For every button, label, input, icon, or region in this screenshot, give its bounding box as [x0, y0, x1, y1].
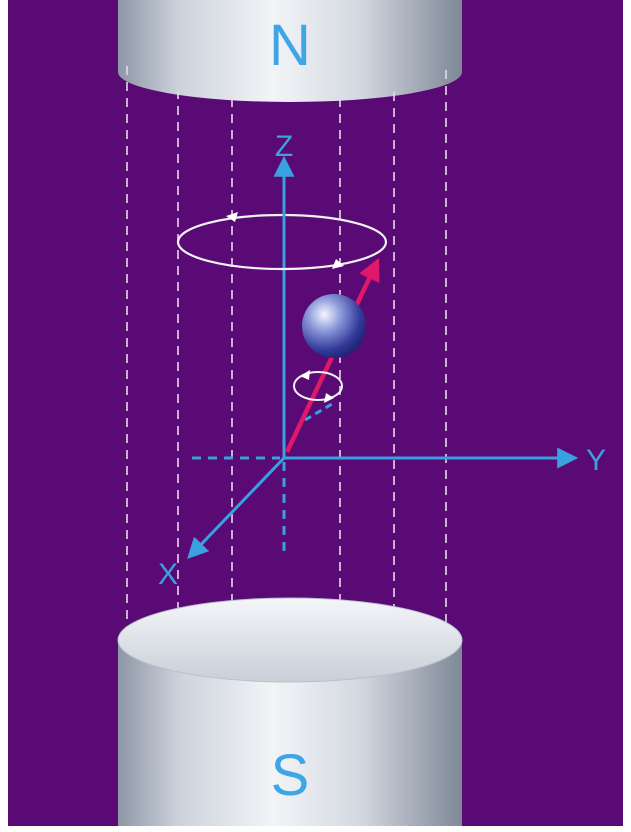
precession-arrow-icon [226, 212, 238, 222]
magnet-north: N [118, 0, 462, 102]
magnet-north-body [118, 0, 462, 102]
spin-vector-dashed [304, 402, 333, 422]
spin-rotation-arrow-icon [300, 370, 310, 380]
z-axis-label: Z [275, 130, 293, 163]
precession-ring-front [176, 241, 388, 271]
precession-arrow-icon [332, 259, 344, 269]
magnet-south-label: S [271, 743, 310, 808]
magnet-south-top-face [117, 597, 463, 683]
magnet-south-body [118, 640, 462, 826]
coordinate-axes: Z Y X [158, 130, 606, 591]
proton-sphere [302, 294, 366, 358]
spin-rotation-arrow-icon [324, 393, 334, 403]
precession-ring-back [176, 213, 388, 243]
magnet-north-label: N [269, 13, 311, 78]
x-axis-label: X [158, 558, 178, 591]
field-lines [126, 66, 447, 630]
spin-rotation-loop [293, 371, 343, 401]
x-axis [187, 456, 286, 560]
y-axis-label: Y [586, 444, 606, 477]
magnet-south: S [117, 597, 463, 826]
